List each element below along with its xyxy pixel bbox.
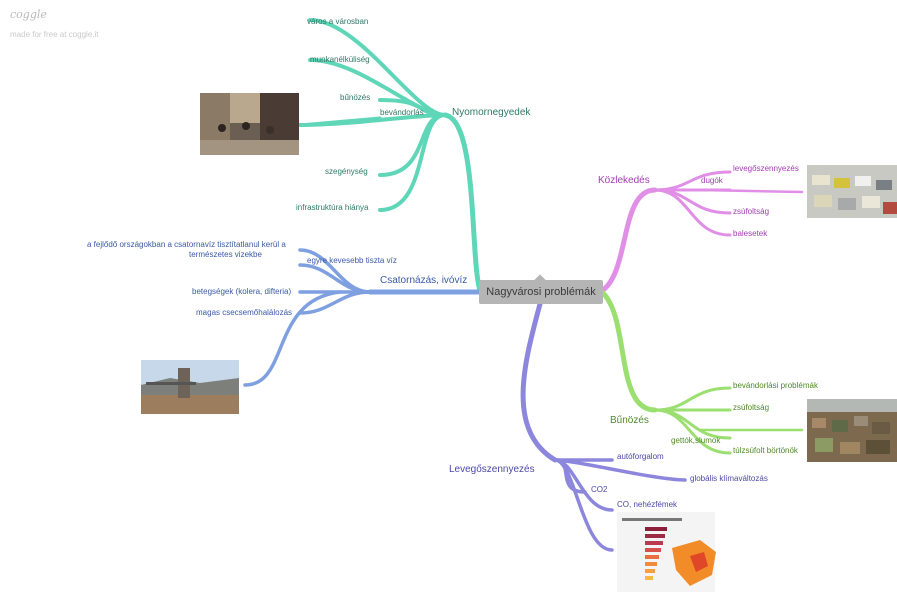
connector-levego-leaf-1 (553, 458, 687, 482)
branch-levegoszennyezes[interactable]: Levegőszennyezés (449, 464, 535, 475)
branch-bunozes[interactable]: Bűnözés (610, 415, 649, 426)
leaf-bevandorlasi-problemak[interactable]: bevándorlási problémák (733, 381, 818, 390)
branch-csatornazas-ivoviz[interactable]: Csatornázás, ivóvíz (380, 275, 468, 286)
leaf-gettok-slumok[interactable]: gettók,slumok (671, 436, 721, 445)
connector-traffic-photo (698, 188, 804, 194)
polluted-river-photo (141, 360, 239, 414)
air-pollution-map-photo (617, 512, 716, 592)
slum-aerial-photo (807, 399, 897, 462)
connector-nyomor-leaf-5 (378, 113, 447, 212)
leaf-bunozes-nyomor[interactable]: bűnözés (340, 93, 371, 102)
leaf-levegoszennyezes-kozl[interactable]: levegőszennyezés (733, 164, 799, 173)
leaf-balesetek[interactable]: balesetek (733, 229, 768, 238)
connector-slum-photo (298, 116, 382, 127)
coggle-logo: coggle (10, 8, 47, 21)
traffic-jam-photo (807, 165, 897, 218)
leaf-dugok[interactable]: dugók (701, 176, 723, 185)
leaf-co-nehezfemek[interactable]: CO, nehézfémek (617, 500, 678, 509)
connector-nyomor-leaf-4 (378, 113, 447, 177)
connector-river-photo (243, 290, 342, 387)
leaf-globalis-klimavaltozas[interactable]: globális klímaváltozás (690, 474, 768, 483)
connector-bun-leaf-3 (653, 408, 732, 455)
leaf-zsufoltsag-kozl[interactable]: zsúfoltság (733, 207, 770, 216)
leaf-csatornaviz-line1[interactable]: a fejlődő országokban a csatornavíz tisz… (87, 240, 286, 249)
connector-kozl-leaf-3 (653, 188, 732, 237)
leaf-zsufoltsag-bun[interactable]: zsúfoltság (733, 403, 770, 412)
made-with-coggle-text[interactable]: made for free at coggle.it (10, 30, 99, 39)
connector-kozlekedes (600, 187, 658, 293)
connector-levegoszennyezes (520, 301, 558, 463)
leaf-co2[interactable]: CO2 (591, 485, 608, 494)
leaf-infrastruktura-hianya[interactable]: infrastruktúra hiánya (296, 203, 369, 212)
slum-photo (200, 93, 299, 155)
connector-bun-leaf-0 (653, 386, 732, 412)
leaf-betegsegek[interactable]: betegségek (kolera, difteria) (192, 287, 292, 296)
leaf-varos-a-varosban[interactable]: város a városban (307, 17, 369, 26)
connector-bunozes (600, 290, 658, 413)
connector-csatorna-leaf-3 (298, 290, 372, 315)
branch-kozlekedes[interactable]: Közlekedés (598, 175, 650, 186)
connector-nyomornegyedek (442, 112, 483, 293)
leaf-csecsemohalalozas[interactable]: magas csecsemőhalálozás (196, 308, 293, 317)
connector-nyomor-leaf-0 (308, 18, 447, 117)
connector-kozl-leaf-2 (653, 188, 732, 215)
leaf-autoforgalom[interactable]: autóforgalom (617, 452, 664, 461)
central-topic[interactable]: Nagyvárosi problémák (479, 280, 603, 304)
leaf-bevandorlas[interactable]: bevándorlás (380, 108, 424, 117)
leaf-tulzsufolt-bortonok[interactable]: túlzsúfolt börtönök (733, 446, 798, 455)
connector-levego-leaf-4 (553, 458, 614, 552)
leaf-csatornaviz-line2[interactable]: természetes vizekbe (189, 250, 262, 259)
leaf-szegenyseg[interactable]: szegénység (325, 167, 368, 176)
branch-nyomornegyedek[interactable]: Nyomornegyedek (452, 107, 531, 118)
leaf-munkanelkuliseg[interactable]: munkanélküliség (310, 55, 370, 64)
leaf-kevesebb-tiszta-viz[interactable]: egyre kevesebb tiszta víz (307, 256, 397, 265)
